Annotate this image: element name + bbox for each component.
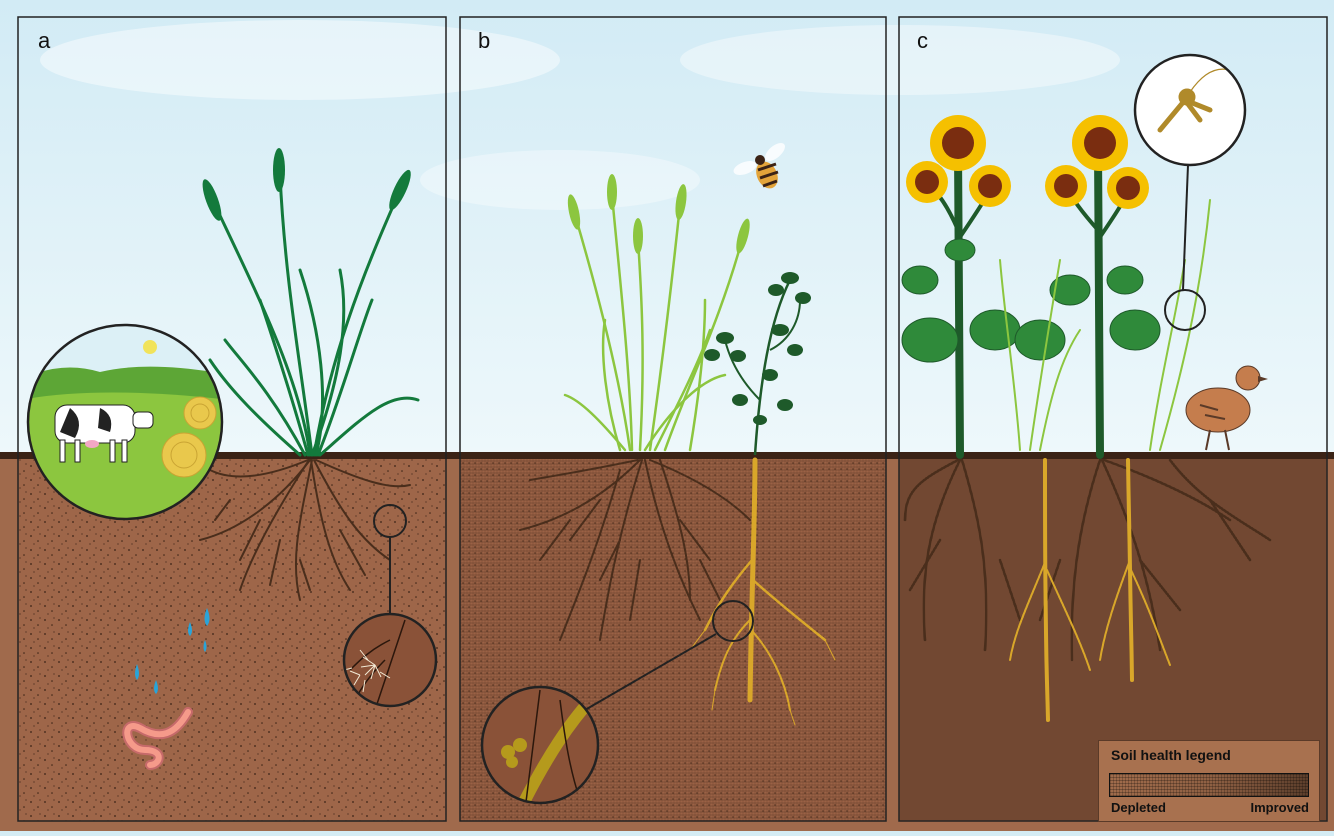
legend-high-label: Improved (1250, 800, 1309, 815)
soil-health-legend: Soil health legend Depleted Improved (1098, 740, 1320, 822)
panel-label-a: a (38, 28, 50, 54)
legend-title: Soil health legend (1111, 747, 1231, 763)
panel-label-c: c (917, 28, 928, 54)
legend-low-label: Depleted (1111, 800, 1166, 815)
panel-label-b: b (478, 28, 490, 54)
mantis-inset (1135, 55, 1245, 165)
legend-gradient-bar (1109, 773, 1309, 797)
